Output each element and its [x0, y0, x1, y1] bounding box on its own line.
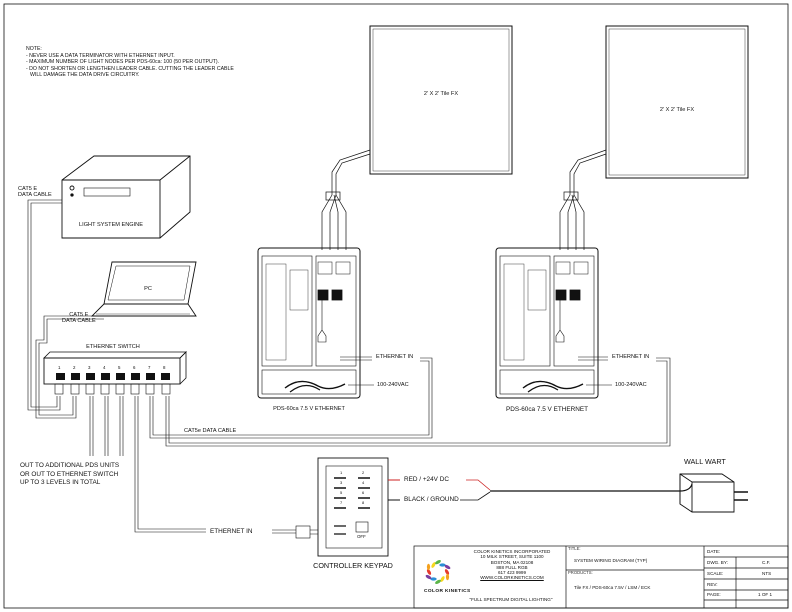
dwg-by-field-value: C.F. [762, 560, 771, 565]
company-street: 10 MILK STREET, SUITE 1100 [480, 554, 544, 560]
switch-port-number: 4 [103, 365, 106, 370]
switch-port-number: 5 [118, 365, 121, 370]
company-phone-1: 888 FULL RGB [496, 564, 528, 570]
leader-cable-right [559, 149, 607, 250]
scale-field-label: SCALE: [707, 571, 724, 576]
dwg-by-field-label: DWG. BY: [707, 560, 728, 565]
switch-port-number: 2 [73, 365, 76, 370]
switch-port-number: 7 [148, 365, 151, 370]
keypad-button-number: 7 [340, 500, 343, 505]
pds-left-box [257, 247, 361, 399]
light-system-engine-box [61, 155, 191, 239]
switch-port-number: 1 [58, 365, 61, 370]
logo-petal [435, 579, 441, 585]
tile-fx-left [369, 25, 513, 175]
title-field-label: TITLE: [568, 546, 581, 551]
logo-petal [425, 574, 432, 580]
data-cables [27, 199, 671, 534]
switch-port-number: 3 [88, 365, 91, 370]
controller-keypad-box [295, 457, 389, 557]
cat5e-data-cable-label: CAT5e DATA CABLE [184, 428, 237, 434]
company-website[interactable]: WWW.COLORKINETICS.COM [480, 575, 544, 581]
logo-petal [445, 573, 450, 581]
company-info: COLOR KINETICS INCORPORATED 10 MILK STRE… [462, 549, 562, 581]
company-phone-2: 617 423 9999 [497, 570, 527, 576]
switch-port-number: 6 [133, 365, 136, 370]
wall-wart-label: WALL WART [684, 457, 726, 466]
pds-connection-lines [317, 300, 612, 386]
products-field-value: Tile FX / PDS-60ca 7.5V / LSM / ECK [574, 585, 651, 590]
keypad-ethernet-in-label: ETHERNET IN [210, 528, 253, 535]
keypad-button-number: 4 [362, 480, 365, 485]
logo-petal [444, 569, 450, 575]
power-right-label: 100-240VAC [615, 382, 647, 388]
logo-petal [426, 563, 431, 571]
ethernet-switch-label: ETHERNET SWITCH [86, 344, 140, 350]
logo-petal [440, 576, 445, 582]
switch-plugs [54, 383, 171, 395]
power-left-label: 100-240VAC [377, 382, 409, 388]
pc-laptop [90, 261, 197, 317]
note-line: - NEVER USE A DATA TERMINATOR WITH ETHER… [26, 52, 175, 59]
keypad-off-label: OFF [357, 534, 366, 539]
title-field-value: SYSTEM WIRING DIAGRAM (TYP) [574, 558, 648, 563]
page-field-value: 1 OF 1 [758, 592, 773, 597]
switch-port-number: 8 [163, 365, 166, 370]
keypad-button-number: 6 [362, 490, 365, 495]
page-field-label: PAGE: [707, 592, 721, 597]
switch-port-row [56, 373, 170, 380]
red-wire-label: RED / +24V DC [404, 476, 449, 483]
logo-swirl [425, 559, 451, 585]
logo-petal [431, 562, 436, 568]
note-line: WILL DAMAGE THE DATA DRIVE CIRCUITRY. [30, 72, 140, 78]
pds-right-label: PDS-60ca 7.5 V ETHERNET [505, 406, 589, 413]
wall-wart-box [679, 473, 748, 513]
company-name: COLOR KINETICS INCORPORATED [473, 549, 551, 554]
black-wire-label: BLACK / GROUND [404, 496, 459, 503]
tile-fx-right [605, 25, 749, 179]
notes-block: NOTE: - NEVER USE A DATA TERMINATOR WITH… [26, 46, 234, 79]
keypad-button-number: 8 [362, 500, 365, 505]
logo-petal [426, 569, 432, 575]
logo-petal [439, 563, 446, 567]
pds-left-label: PDS-60ca 7.5 V ETHERNET [273, 406, 345, 412]
tile-fx-left-label: 2' X 2' Tile FX [423, 91, 459, 97]
notes-heading: NOTE: [26, 46, 42, 52]
scale-field-value: NTS [762, 571, 772, 576]
logo-petal [444, 564, 451, 570]
keypad-button-number: 5 [340, 490, 343, 495]
page-border [3, 3, 789, 609]
out-to-additional-label: OUT TO ADDITIONAL PDS UNITS OR OUT TO ET… [20, 462, 120, 487]
leader-cable-left [321, 149, 371, 250]
keypad-button-number: 2 [362, 470, 365, 475]
keypad-button-number: 3 [340, 480, 343, 485]
pc-label: PC [144, 286, 152, 292]
title-block-frame [413, 545, 789, 609]
rev-field-label: REV: [707, 582, 718, 587]
ethernet-in-right-label: ETHERNET IN [612, 354, 650, 360]
keypad-button-number: 1 [340, 470, 343, 475]
ethernet-switch-box [43, 351, 187, 385]
products-field-label: PRODUCTS: [568, 570, 593, 575]
light-system-engine-label: LIGHT SYSTEM ENGINE [79, 222, 143, 228]
pds-right-box [495, 247, 599, 399]
note-line: - DO NOT SHORTEN OR LENGTHEN LEADER CABL… [26, 65, 234, 72]
company-city: BOSTON, MA 02108 [490, 559, 534, 565]
logo-petal [430, 577, 437, 581]
ethernet-in-left-label: ETHERNET IN [376, 354, 414, 360]
tile-fx-right-label: 2' X 2' Tile FX [659, 107, 695, 113]
cat5e-engine-label: CAT5 E DATA CABLE [18, 186, 52, 199]
tagline: "FULL SPECTRUM DIGITAL LIGHTING" [469, 597, 553, 602]
keypad-label: CONTROLLER KEYPAD [313, 561, 393, 570]
note-line: - MAXIMUM NUMBER OF LIGHT NODES PER PDS-… [26, 59, 220, 65]
cat5e-pc-label: CAT5 E DATA CABLE [62, 312, 96, 325]
date-field-label: DATE: [707, 549, 721, 554]
logo-petal [435, 559, 441, 565]
logo-text: COLOR KINETICS [424, 589, 471, 594]
